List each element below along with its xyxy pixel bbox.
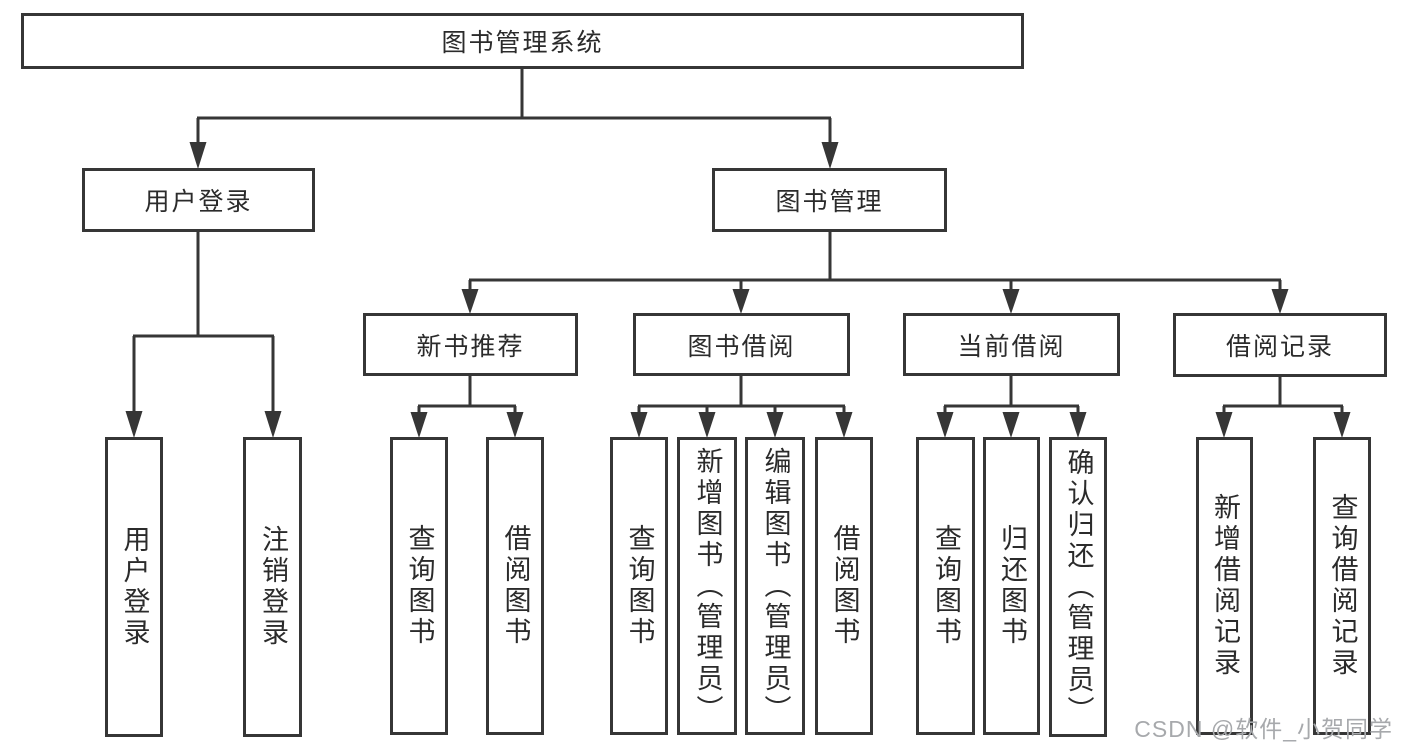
leaf-return-books: 归还图书 [983,437,1040,735]
leaf-logout: 注销登录 [243,437,302,737]
csdn-watermark: CSDN @软件_小贺同学 [1134,716,1393,742]
node-user-login: 用户登录 [82,168,315,232]
leaf-query-books-borrowing: 查询图书 [610,437,668,735]
leaf-add-books-admin: 新增图书（管理员） [677,437,737,735]
leaf-query-books-recommend: 查询图书 [390,437,448,735]
leaf-user-login: 用户登录 [105,437,163,737]
leaf-add-borrow-record: 新增借阅记录 [1196,437,1253,735]
leaf-query-books-current: 查询图书 [916,437,975,735]
leaf-edit-books-admin: 编辑图书（管理员） [745,437,805,735]
node-current-borrowing: 当前借阅 [903,313,1120,376]
node-new-book-recommend: 新书推荐 [363,313,578,376]
leaf-borrow-books: 借阅图书 [815,437,873,735]
node-book-borrowing: 图书借阅 [633,313,850,376]
node-borrowing-records: 借阅记录 [1173,313,1387,377]
node-book-management: 图书管理 [712,168,947,232]
node-root: 图书管理系统 [21,13,1024,69]
leaf-query-borrow-record: 查询借阅记录 [1313,437,1371,735]
leaf-confirm-return-admin: 确认归还（管理员） [1049,437,1107,737]
leaf-borrow-books-recommend: 借阅图书 [486,437,544,735]
